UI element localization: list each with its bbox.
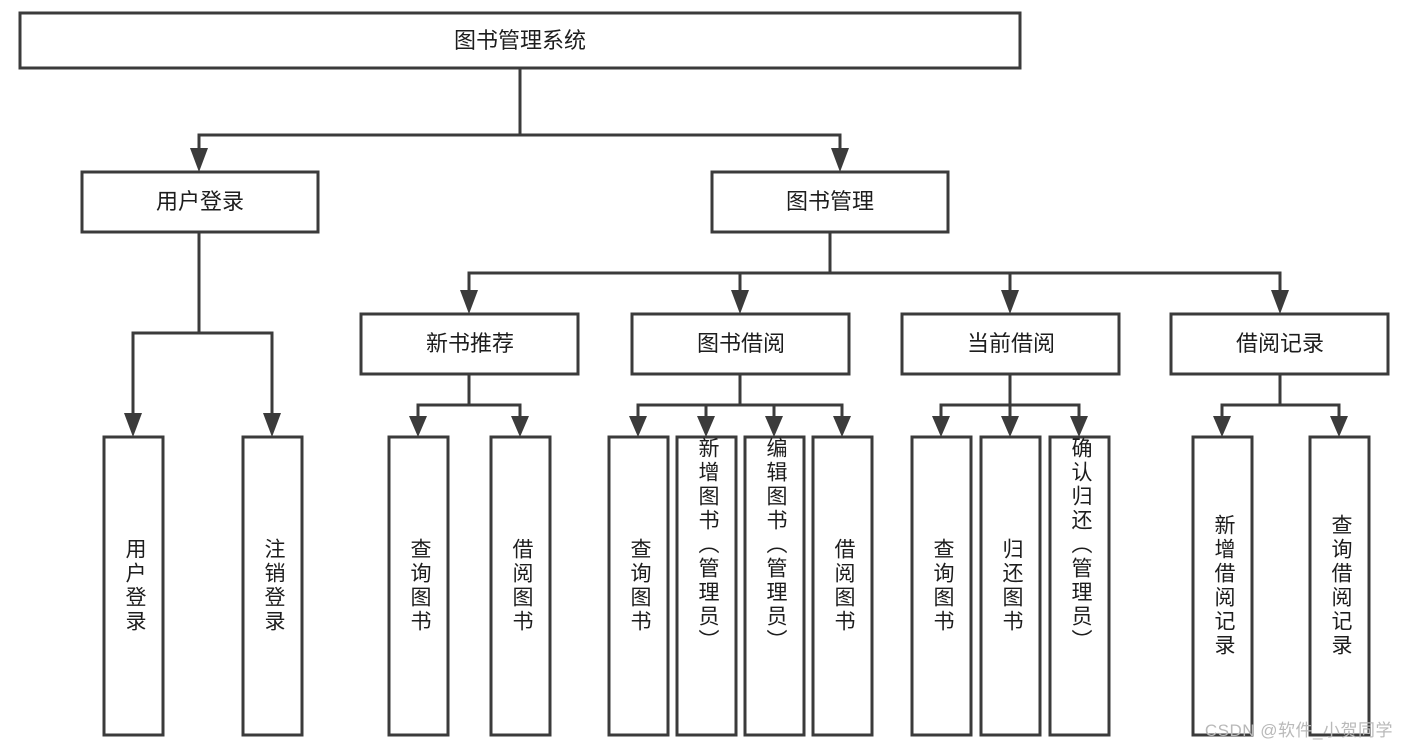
edge-newbook-to-leaves xyxy=(409,372,529,437)
node-new-book-recommend[interactable]: 新书推荐 xyxy=(359,312,580,376)
edge-userlogin-to-leaves xyxy=(124,230,281,437)
leaf-box-query-book-1 xyxy=(387,435,450,737)
edge-borrowrecord-to-leaves xyxy=(1213,372,1348,437)
leaf-box-logout-login xyxy=(241,435,304,737)
node-borrow-record-label: 借阅记录 xyxy=(1236,331,1324,356)
node-book-manage[interactable]: 图书管理 xyxy=(710,170,950,234)
edge-root-to-level2 xyxy=(190,66,849,172)
leaf-boxes xyxy=(102,435,1371,737)
node-user-login[interactable]: 用户登录 xyxy=(80,170,320,234)
node-root-label: 图书管理系统 xyxy=(454,28,586,53)
node-new-book-recommend-label: 新书推荐 xyxy=(426,331,514,356)
node-borrow-record[interactable]: 借阅记录 xyxy=(1169,312,1390,376)
edge-bookborrow-to-leaves xyxy=(629,372,851,437)
node-book-borrow-label: 图书借阅 xyxy=(697,331,785,356)
leaf-box-confirm-return xyxy=(1048,435,1111,737)
leaf-box-user-login xyxy=(102,435,165,737)
node-book-manage-label: 图书管理 xyxy=(786,189,874,214)
node-current-borrow-label: 当前借阅 xyxy=(967,331,1055,356)
leaf-box-query-record xyxy=(1308,435,1371,737)
node-current-borrow[interactable]: 当前借阅 xyxy=(900,312,1121,376)
leaf-box-add-book xyxy=(675,435,738,737)
leaf-box-borrow-book-2 xyxy=(811,435,874,737)
leaf-box-edit-book xyxy=(743,435,806,737)
edge-currentborrow-to-leaves xyxy=(932,372,1088,437)
leaf-box-borrow-book-1 xyxy=(489,435,552,737)
leaf-box-query-book-3 xyxy=(910,435,973,737)
node-user-login-label: 用户登录 xyxy=(156,189,244,214)
node-book-borrow[interactable]: 图书借阅 xyxy=(630,312,851,376)
node-root[interactable]: 图书管理系统 xyxy=(18,11,1022,70)
leaf-box-return-book xyxy=(979,435,1042,737)
leaf-box-add-record xyxy=(1191,435,1254,737)
edge-bookmanage-to-level3 xyxy=(460,230,1289,314)
leaf-box-query-book-2 xyxy=(607,435,670,737)
